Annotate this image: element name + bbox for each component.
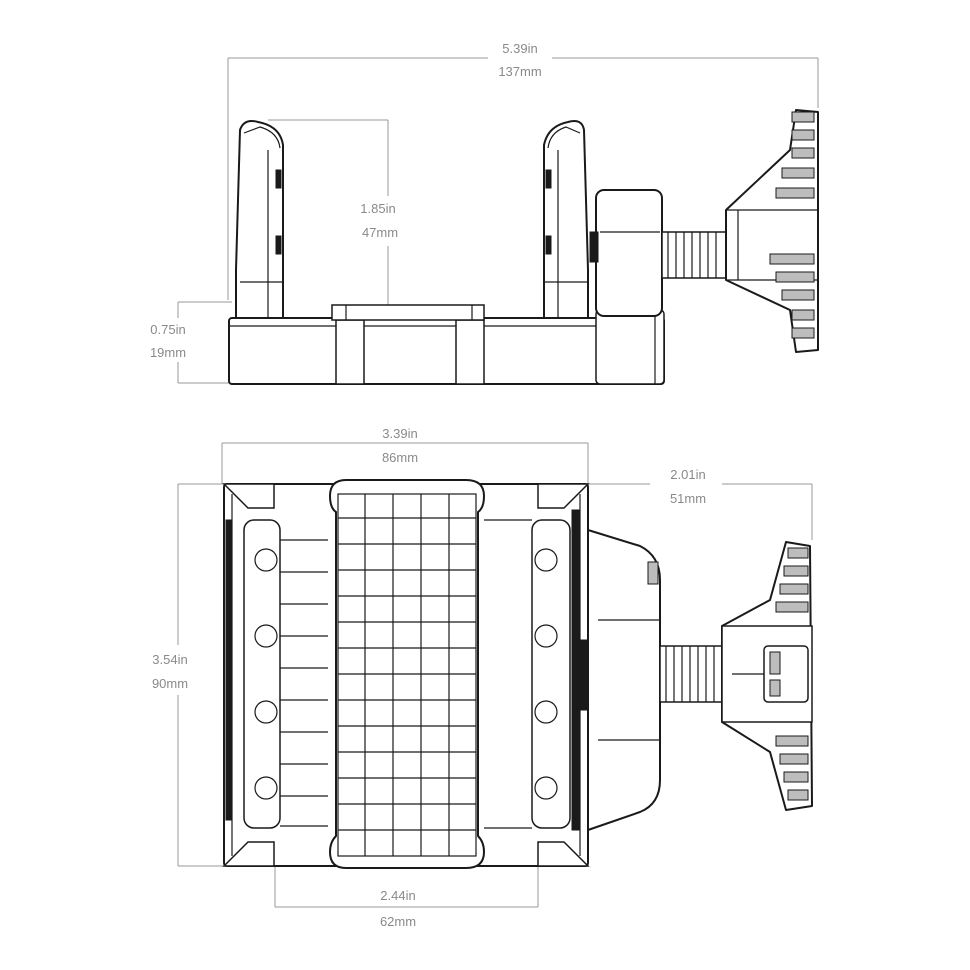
dim-body-depth: 3.54in 90mm — [152, 483, 224, 867]
body-width-imperial: 3.39in — [382, 426, 417, 441]
overall-width-metric: 137mm — [498, 64, 541, 79]
jaw-height-metric: 47mm — [362, 225, 398, 240]
dim-overall-width: 5.39in 137mm — [227, 41, 819, 300]
body-width-metric: 86mm — [382, 450, 418, 465]
side-view: 5.39in 137mm 1.85in 47mm 0.75in 19mm — [150, 41, 819, 385]
side-right-jaw — [543, 120, 589, 319]
jaw-height-imperial: 1.85in — [360, 201, 395, 216]
overall-width-imperial: 5.39in — [502, 41, 537, 56]
top-knob — [721, 541, 813, 811]
side-knob — [725, 109, 819, 353]
body-depth-metric: 90mm — [152, 676, 188, 691]
top-left-ribs — [280, 539, 328, 827]
clamp-depth-metric: 51mm — [670, 491, 706, 506]
inner-width-imperial: 2.44in — [380, 888, 415, 903]
dim-base-height: 0.75in 19mm — [150, 301, 232, 384]
side-left-jaw — [235, 120, 284, 319]
side-threaded-screw — [661, 231, 727, 279]
body-depth-imperial: 3.54in — [152, 652, 187, 667]
clamp-depth-imperial: 2.01in — [670, 467, 705, 482]
top-left-jaw — [225, 519, 281, 829]
dim-clamp-depth: 2.01in 51mm — [588, 467, 813, 540]
dim-inner-width: 2.44in 62mm — [274, 866, 539, 929]
base-height-imperial: 0.75in — [150, 322, 185, 337]
base-height-metric: 19mm — [150, 345, 186, 360]
top-view: 3.39in 86mm 2.01in 51mm 3.54in 90mm 2.44… — [152, 426, 813, 929]
top-threaded-screw — [659, 645, 723, 703]
top-right-jaw — [531, 509, 581, 831]
side-grip-pad — [331, 304, 485, 321]
inner-width-metric: 62mm — [380, 914, 416, 929]
top-clamp-block — [577, 529, 661, 831]
side-clamp-block — [595, 189, 663, 317]
top-grip-pad — [329, 479, 485, 869]
dim-jaw-height: 1.85in 47mm — [268, 119, 398, 305]
dim-body-width: 3.39in 86mm — [221, 426, 589, 484]
